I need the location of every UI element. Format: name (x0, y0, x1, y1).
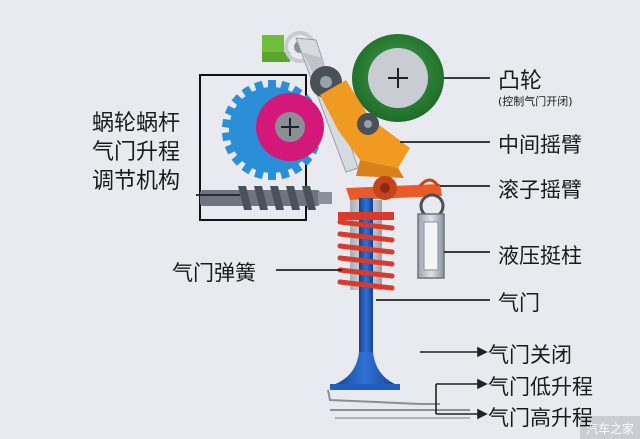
intermediate-rocker (320, 80, 410, 178)
gear-tooth (241, 85, 254, 99)
gear-tooth (279, 167, 290, 180)
valve-spring (337, 219, 395, 291)
gear-tooth (241, 161, 254, 175)
cam-label: 凸轮 (498, 69, 543, 94)
valve-high-lift-label: 气门高升程 (488, 406, 593, 430)
worm-mechanism-label-line3: 调节机构 (92, 169, 181, 194)
cylinder-head-lines (327, 389, 470, 419)
gear-tooth (231, 94, 245, 107)
worm-mechanism-label-line2: 气门升程 (92, 140, 181, 165)
spring-retainer (338, 212, 394, 220)
worm-screw (200, 186, 332, 210)
valve-low-lift-label: 气门低升程 (488, 375, 593, 399)
gear-tooth (224, 142, 238, 155)
valve-position-arrows (420, 346, 488, 420)
watermark: 汽车之家 (586, 422, 635, 436)
support-bracket (262, 35, 290, 62)
gear-tooth (268, 80, 276, 90)
gear-tooth (221, 131, 233, 142)
valve-label: 气门 (498, 291, 540, 315)
leader-lines (196, 77, 490, 301)
valve-closed-label: 气门关闭 (488, 343, 572, 367)
hydraulic-lifter-label: 液压挺柱 (498, 244, 582, 268)
gear-tooth (254, 167, 265, 180)
worm-mechanism-label-line1: 蜗轮蜗杆 (92, 111, 181, 136)
gear-tooth (221, 118, 233, 129)
gear-tooth (268, 170, 276, 180)
cam-note-label: (控制气门开闭) (498, 95, 573, 108)
watermark-bg (580, 416, 640, 439)
gear-tooth (254, 80, 265, 93)
gear-tooth (231, 153, 245, 166)
eccentric-disc (256, 93, 324, 161)
gear-tooth (279, 80, 290, 93)
cam (352, 34, 444, 122)
gear-tooth (290, 161, 303, 175)
valve-spring-label: 气门弹簧 (172, 261, 256, 285)
intermediate-rocker-label: 中间摇臂 (498, 133, 582, 157)
gear-tooth (224, 105, 238, 118)
roller-rocker (346, 176, 442, 200)
roller-rocker-label: 滚子摇臂 (498, 178, 582, 202)
hydraulic-lifter (417, 193, 445, 279)
